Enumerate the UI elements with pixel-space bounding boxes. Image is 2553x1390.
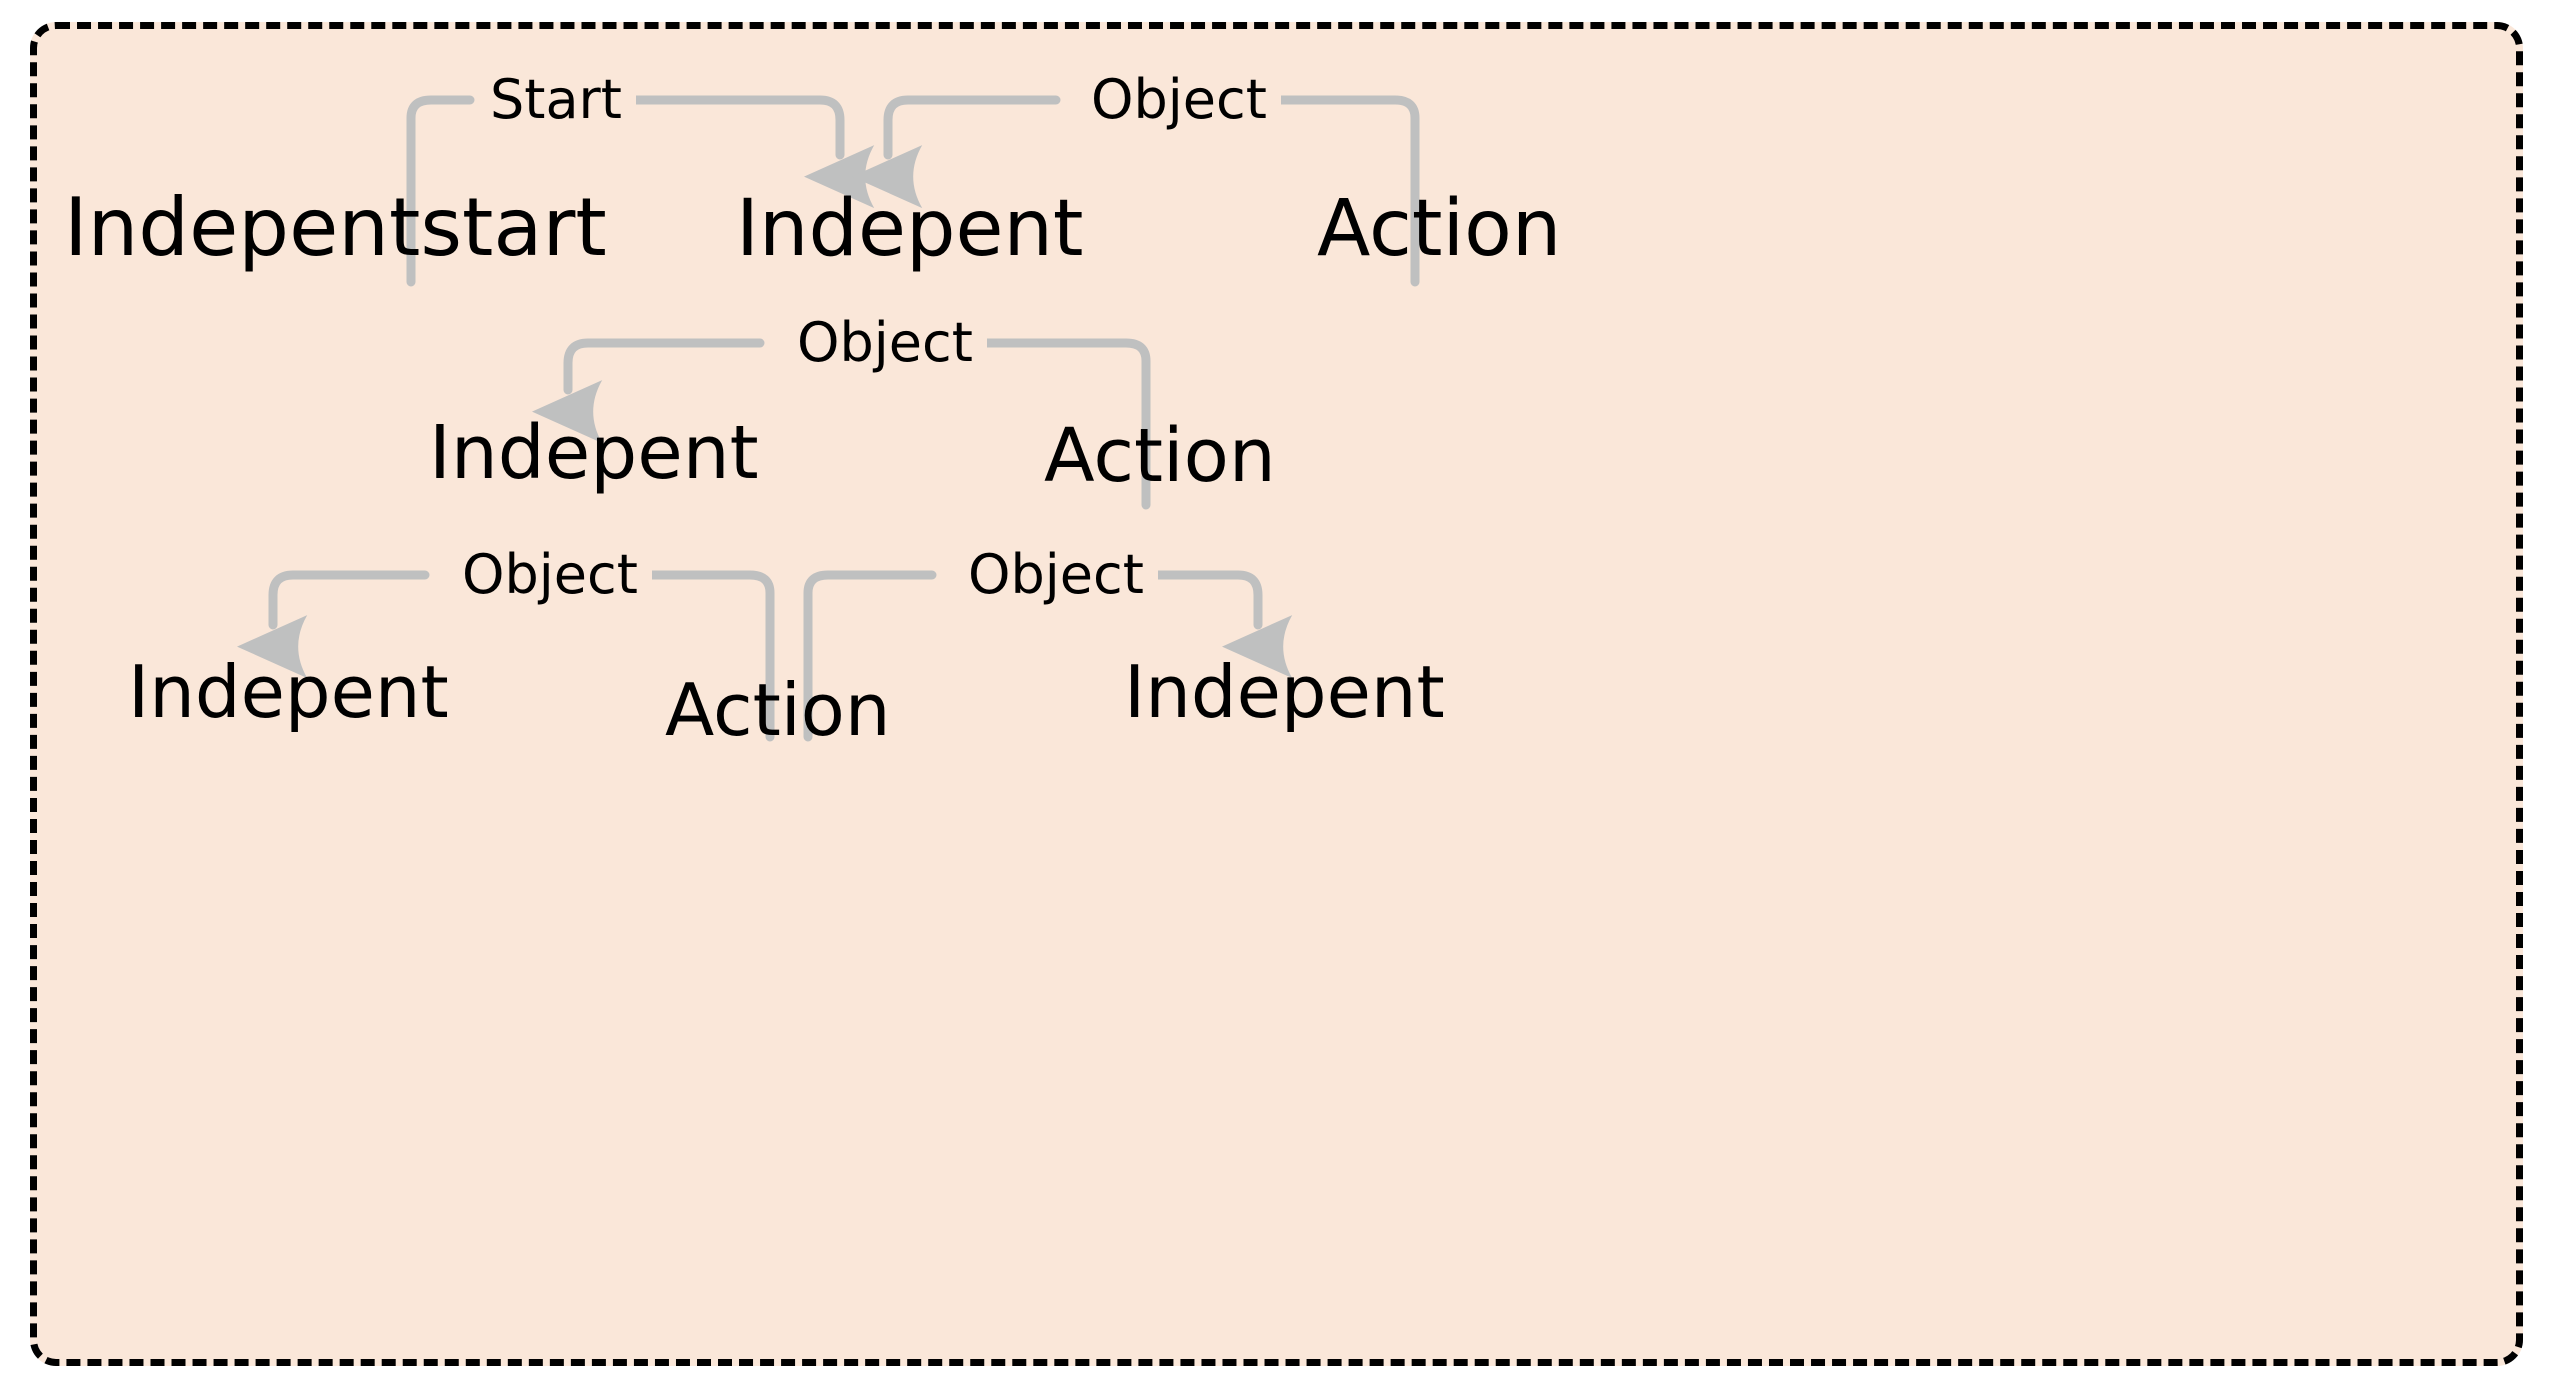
edge-label-object-3: Object xyxy=(448,548,652,602)
node-action-row3[interactable]: Action xyxy=(665,668,891,752)
edge-label-object-1: Object xyxy=(1077,73,1281,127)
node-indepentstart[interactable]: Indepentstart xyxy=(64,181,607,274)
edge-label-object-2: Object xyxy=(783,316,987,370)
node-indepent-row2[interactable]: Indepent xyxy=(429,410,759,496)
edge-label-object-4: Object xyxy=(954,548,1158,602)
node-indepent-row3-left[interactable]: Indepent xyxy=(128,650,449,734)
node-action-row2[interactable]: Action xyxy=(1044,413,1276,499)
edge-label-start: Start xyxy=(476,73,636,127)
node-indepent-row3-right[interactable]: Indepent xyxy=(1124,650,1445,734)
node-action-row1[interactable]: Action xyxy=(1317,184,1562,274)
node-indepent-row1[interactable]: Indepent xyxy=(736,184,1084,274)
